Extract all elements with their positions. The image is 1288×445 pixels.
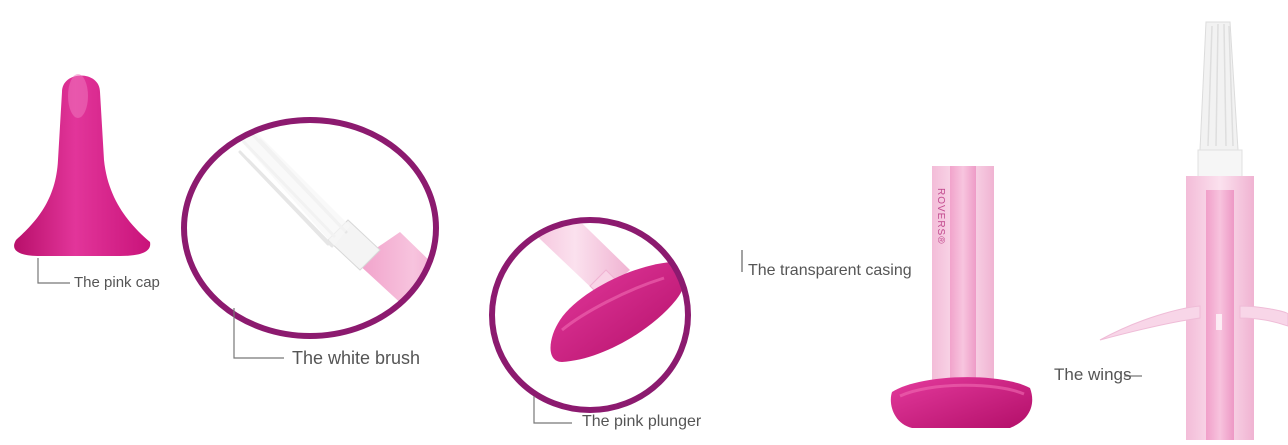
cap-leader-line bbox=[38, 258, 70, 283]
brand-imprint: ROVERS® bbox=[935, 188, 946, 245]
label-pink-plunger: The pink plunger bbox=[582, 413, 701, 431]
transparent-casing bbox=[891, 166, 1032, 428]
label-white-brush: The white brush bbox=[292, 348, 420, 369]
label-wings: The wings bbox=[1054, 365, 1131, 385]
white-brush-magnified bbox=[184, 120, 470, 336]
label-transparent-casing: The transparent casing bbox=[748, 262, 912, 280]
label-pink-cap: The pink cap bbox=[74, 274, 160, 291]
pink-plunger-magnified bbox=[492, 194, 688, 410]
pink-cap bbox=[14, 74, 150, 256]
